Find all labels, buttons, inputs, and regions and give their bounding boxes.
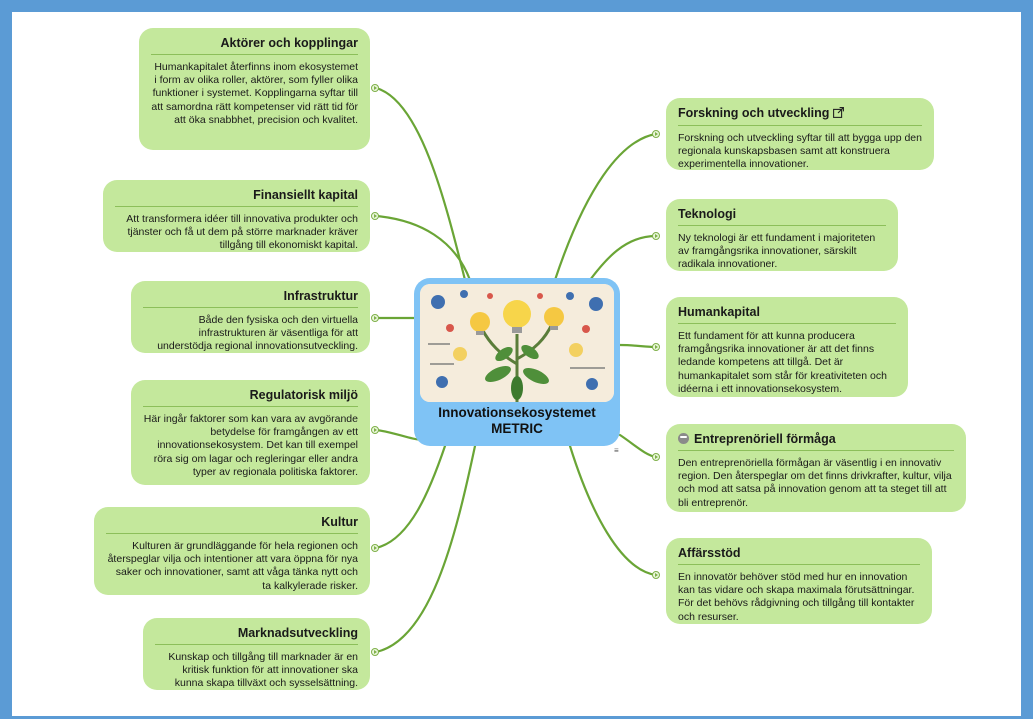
node-marknad[interactable]: Marknadsutveckling Kunskap och tillgång … xyxy=(143,618,370,690)
central-topic[interactable]: Innovationsekosystemet METRIC xyxy=(414,278,620,446)
collapse-toggle-icon[interactable] xyxy=(652,571,660,579)
link-affarsstod xyxy=(568,444,658,577)
node-title: Forskning och utveckling xyxy=(678,106,922,126)
node-title: Humankapital xyxy=(678,305,896,324)
link-aktorer xyxy=(374,86,467,282)
node-body: Både den fysiska och den virtuella infra… xyxy=(157,314,358,353)
collapse-toggle-icon[interactable] xyxy=(371,648,379,656)
node-regulatorisk[interactable]: Regulatorisk miljö Här ingår faktorer so… xyxy=(131,380,370,485)
link-humankapital xyxy=(618,343,658,349)
node-body: Kunskap och tillgång till marknader är e… xyxy=(168,651,358,690)
node-finansiellt[interactable]: Finansiellt kapital Att transformera idé… xyxy=(103,180,370,252)
innovation-illustration xyxy=(420,284,614,402)
node-body: Humankapitalet återfinns inom ekosysteme… xyxy=(151,61,358,126)
link-kultur xyxy=(374,444,447,550)
link-finansiellt xyxy=(374,214,472,282)
node-title: Kultur xyxy=(106,515,358,534)
link-marknad xyxy=(374,444,477,654)
node-title: Affärsstöd xyxy=(678,546,920,565)
node-infrastruktur[interactable]: Infrastruktur Både den fysiska och den v… xyxy=(131,281,370,353)
node-body: Kulturen är grundläggande för hela regio… xyxy=(107,540,358,592)
node-entreprenoriell[interactable]: Entreprenöriell förmåga Den entreprenöri… xyxy=(666,424,966,512)
node-title: Infrastruktur xyxy=(143,289,358,308)
collapse-toggle-icon[interactable] xyxy=(652,232,660,240)
node-body: Här ingår faktorer som kan vara av avgör… xyxy=(143,413,358,478)
node-humankapital[interactable]: Humankapital Ett fundament för att kunna… xyxy=(666,297,908,397)
node-aktorer[interactable]: Aktörer och kopplingar Humankapitalet åt… xyxy=(139,28,370,150)
node-body: Att transformera idéer till innovativa p… xyxy=(126,213,358,252)
node-title: Aktörer och kopplingar xyxy=(151,36,358,55)
node-forskning[interactable]: Forskning och utveckling Forskning och u… xyxy=(666,98,934,170)
node-body: Forskning och utveckling syftar till att… xyxy=(678,132,922,171)
node-kultur[interactable]: Kultur Kulturen är grundläggande för hel… xyxy=(94,507,370,595)
small-marker-icon: ≡ xyxy=(614,446,619,455)
collapse-toggle-icon[interactable] xyxy=(371,544,379,552)
collapse-toggle-icon[interactable] xyxy=(371,212,379,220)
node-title: Finansiellt kapital xyxy=(115,188,358,207)
collapse-toggle-icon[interactable] xyxy=(371,426,379,434)
link-entreprenoriell xyxy=(618,433,658,459)
node-title-text: Entreprenöriell förmåga xyxy=(694,432,836,446)
collapse-toggle-icon[interactable] xyxy=(652,130,660,138)
collapse-toggle-icon[interactable] xyxy=(371,314,379,322)
node-title-text: Forskning och utveckling xyxy=(678,106,830,120)
external-link-icon[interactable] xyxy=(833,107,845,122)
node-body: En innovatör behöver stöd med hur en inn… xyxy=(678,571,915,623)
node-title: Entreprenöriell förmåga xyxy=(678,432,954,451)
link-forskning xyxy=(553,132,658,282)
node-affarsstod[interactable]: Affärsstöd En innovatör behöver stöd med… xyxy=(666,538,932,624)
node-title: Teknologi xyxy=(678,207,886,226)
emoji-icon xyxy=(678,433,689,444)
central-topic-title: Innovationsekosystemet METRIC xyxy=(438,405,596,436)
collapse-toggle-icon[interactable] xyxy=(652,453,660,461)
collapse-toggle-icon[interactable] xyxy=(652,343,660,351)
link-teknologi xyxy=(588,234,658,282)
node-body: Den entreprenöriella förmågan är väsentl… xyxy=(678,457,952,509)
node-body: Ny teknologi är ett fundament i majorite… xyxy=(678,232,876,271)
node-title: Regulatorisk miljö xyxy=(143,388,358,407)
node-body: Ett fundament för att kunna producera fr… xyxy=(678,330,887,395)
node-title: Marknadsutveckling xyxy=(155,626,358,645)
node-teknologi[interactable]: Teknologi Ny teknologi är ett fundament … xyxy=(666,199,898,271)
collapse-toggle-icon[interactable] xyxy=(371,84,379,92)
